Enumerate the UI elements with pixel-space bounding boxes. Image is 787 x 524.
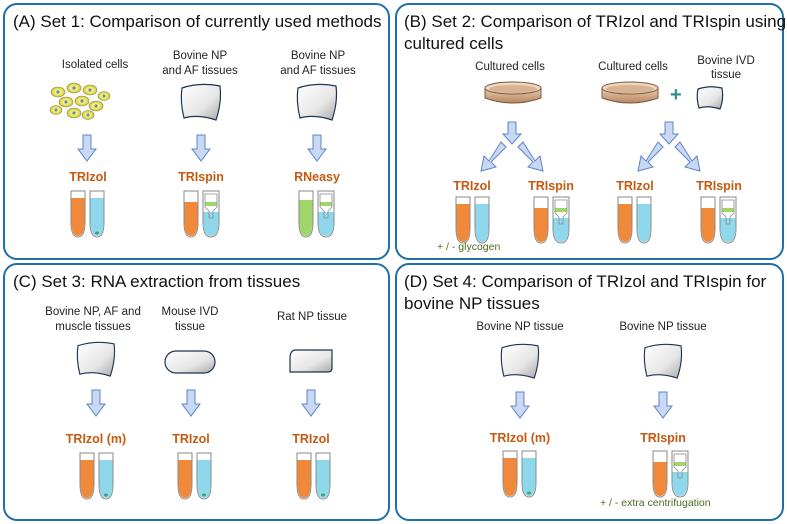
- method-label-trizol: TRIzol: [69, 170, 107, 184]
- down-arrow-icon: [77, 134, 97, 162]
- down-arrow-icon: [307, 134, 327, 162]
- panel-b-label-ivd-2: tissue: [710, 69, 742, 81]
- panel-c-label-mouse-1: Mouse IVD: [161, 306, 219, 318]
- panel-a-label-isolated-cells: Isolated cells: [61, 59, 129, 71]
- panel-a-label-bovine-np-2: and AF tissues: [162, 65, 238, 77]
- spin-column-icon: [552, 196, 570, 244]
- tube-orange-icon: [652, 450, 668, 498]
- bovine-tissue-icon: [643, 343, 683, 379]
- panel-d-title-line1: (D) Set 4: Comparison of TRIzol and TRIs…: [404, 272, 767, 291]
- method-label-trizol: TRIzol: [453, 179, 491, 193]
- down-arrow-icon: [191, 134, 211, 162]
- tube-green-icon: [298, 190, 314, 238]
- tube-blue-icon: [636, 196, 652, 244]
- split-arrow-icon: [480, 121, 544, 172]
- tube-orange-icon: [502, 450, 518, 498]
- method-label-trizol: TRIzol: [172, 432, 210, 446]
- bovine-ivd-tissue-icon: [696, 86, 724, 110]
- panel-a-label-bovine-np-rneasy-2: and AF tissues: [280, 65, 356, 77]
- method-label-trizol: TRIzol: [292, 432, 330, 446]
- tube-orange-icon: [177, 452, 193, 500]
- petri-dish-icon: [484, 81, 542, 104]
- down-arrow-icon: [653, 391, 673, 419]
- spin-column-icon: [719, 196, 737, 244]
- panel-b: [395, 3, 784, 260]
- panel-b-title-line2: cultured cells: [404, 34, 504, 53]
- tube-orange-icon: [455, 196, 471, 244]
- method-label-trispin: TRIspin: [178, 170, 224, 184]
- panel-c-label-bovine-1: Bovine NP, AF and: [45, 306, 141, 318]
- method-label-trispin: TRIspin: [640, 431, 686, 445]
- tube-blue-icon: [521, 450, 537, 498]
- panel-b-title-line1: (B) Set 2: Comparison of TRIzol and TRIs…: [404, 12, 787, 31]
- isolated-cells-icon: [49, 82, 111, 120]
- bovine-tissue-icon: [296, 83, 338, 121]
- tube-blue-icon: [98, 452, 114, 500]
- panel-d-label-bovine-np-1: Bovine NP tissue: [476, 321, 564, 333]
- panel-b-label-ivd-1: Bovine IVD: [697, 55, 755, 67]
- tube-orange-icon: [533, 196, 549, 244]
- panel-a-title: (A) Set 1: Comparison of currently used …: [13, 12, 382, 31]
- tube-blue-icon: [315, 452, 331, 500]
- spin-column-icon: [317, 190, 335, 238]
- petri-dish-icon: [601, 81, 659, 104]
- bovine-tissue-icon: [180, 83, 222, 121]
- spin-column-icon: [202, 190, 220, 238]
- panel-d: [395, 263, 784, 521]
- panel-b-label-cultured-cells-2: Cultured cells: [598, 61, 668, 73]
- panel-c-label-rat: Rat NP tissue: [276, 311, 348, 323]
- panel-b-label-cultured-cells-1: Cultured cells: [475, 61, 545, 73]
- down-arrow-icon: [86, 389, 106, 417]
- tube-blue-icon: [474, 196, 490, 244]
- spin-column-icon: [671, 450, 689, 498]
- method-label-trispin: TRIspin: [696, 179, 742, 193]
- plus-sign: +: [670, 84, 682, 106]
- method-label-rneasy: RNeasy: [294, 170, 340, 184]
- tube-orange-icon: [79, 452, 95, 500]
- split-arrow-icon: [637, 121, 701, 172]
- mouse-ivd-tissue-icon: [164, 350, 216, 374]
- method-label-trispin: TRIspin: [528, 179, 574, 193]
- bovine-tissue-icon: [76, 341, 116, 377]
- centrifugation-note: + / - extra centrifugation: [600, 497, 711, 509]
- method-label-trizol-m: TRIzol (m): [489, 431, 551, 445]
- panel-a-label-bovine-np-1: Bovine NP: [172, 50, 228, 62]
- down-arrow-icon: [181, 389, 201, 417]
- down-arrow-icon: [510, 391, 530, 419]
- tube-blue-icon: [196, 452, 212, 500]
- panel-c-title: (C) Set 3: RNA extraction from tissues: [13, 272, 301, 291]
- tube-orange-icon: [296, 452, 312, 500]
- panel-d-label-bovine-np-2: Bovine NP tissue: [619, 321, 707, 333]
- down-arrow-icon: [301, 389, 321, 417]
- method-label-trizol-m: TRIzol (m): [65, 432, 127, 446]
- rat-np-tissue-icon: [289, 349, 333, 373]
- tube-orange-icon: [700, 196, 716, 244]
- tube-orange-icon: [70, 190, 86, 238]
- glycogen-note: + / - glycogen: [437, 241, 501, 253]
- panel-a-label-bovine-np-rneasy-1: Bovine NP: [290, 50, 346, 62]
- bovine-tissue-icon: [500, 343, 540, 379]
- panel-d-title-line2: bovine NP tissues: [404, 294, 540, 313]
- tube-orange-icon: [617, 196, 633, 244]
- tube-orange-icon: [183, 190, 199, 238]
- panel-c-label-bovine-2: muscle tissues: [55, 321, 131, 333]
- panel-c-label-mouse-2: tissue: [174, 321, 206, 333]
- method-label-trizol: TRIzol: [616, 179, 654, 193]
- tube-blue-icon: [89, 190, 105, 238]
